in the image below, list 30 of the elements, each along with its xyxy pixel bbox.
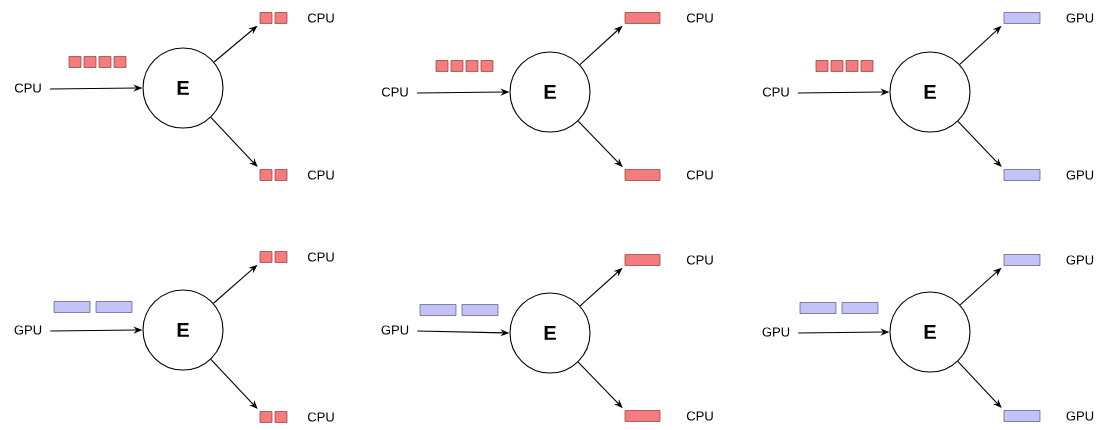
- output-label: GPU: [1066, 255, 1094, 265]
- output-label: CPU: [686, 255, 713, 265]
- data-blocks-drawing: [259, 169, 288, 181]
- data-blocks-drawing: [1003, 254, 1041, 266]
- input-label: GPU: [381, 325, 409, 335]
- input-label: GPU: [14, 325, 42, 335]
- output-label: GPU: [1066, 13, 1094, 23]
- data-blocks-drawing: [624, 169, 661, 181]
- output-label: CPU: [307, 170, 334, 180]
- input-label: CPU: [381, 87, 408, 97]
- data-blocks-drawing: [624, 254, 661, 266]
- output-label: GPU: [1066, 411, 1094, 421]
- data-blocks-drawing: [1003, 410, 1041, 422]
- output-label: CPU: [686, 13, 713, 23]
- input-label: GPU: [762, 327, 790, 337]
- data-blocks-drawing: [1003, 169, 1041, 181]
- input-label: CPU: [14, 83, 41, 93]
- data-blocks-drawing: [1003, 12, 1041, 24]
- data-blocks-drawing: [624, 12, 661, 24]
- output-label: CPU: [686, 411, 713, 421]
- output-label: CPU: [307, 13, 334, 23]
- data-blocks-drawing: [259, 411, 288, 423]
- output-label: CPU: [307, 412, 334, 422]
- data-blocks-drawing: [624, 410, 661, 422]
- output-label: CPU: [686, 170, 713, 180]
- data-blocks-drawing: [259, 12, 288, 24]
- input-label: CPU: [762, 87, 789, 97]
- output-label: CPU: [307, 252, 334, 262]
- data-blocks-drawing: [259, 251, 288, 263]
- output-label: GPU: [1066, 170, 1094, 180]
